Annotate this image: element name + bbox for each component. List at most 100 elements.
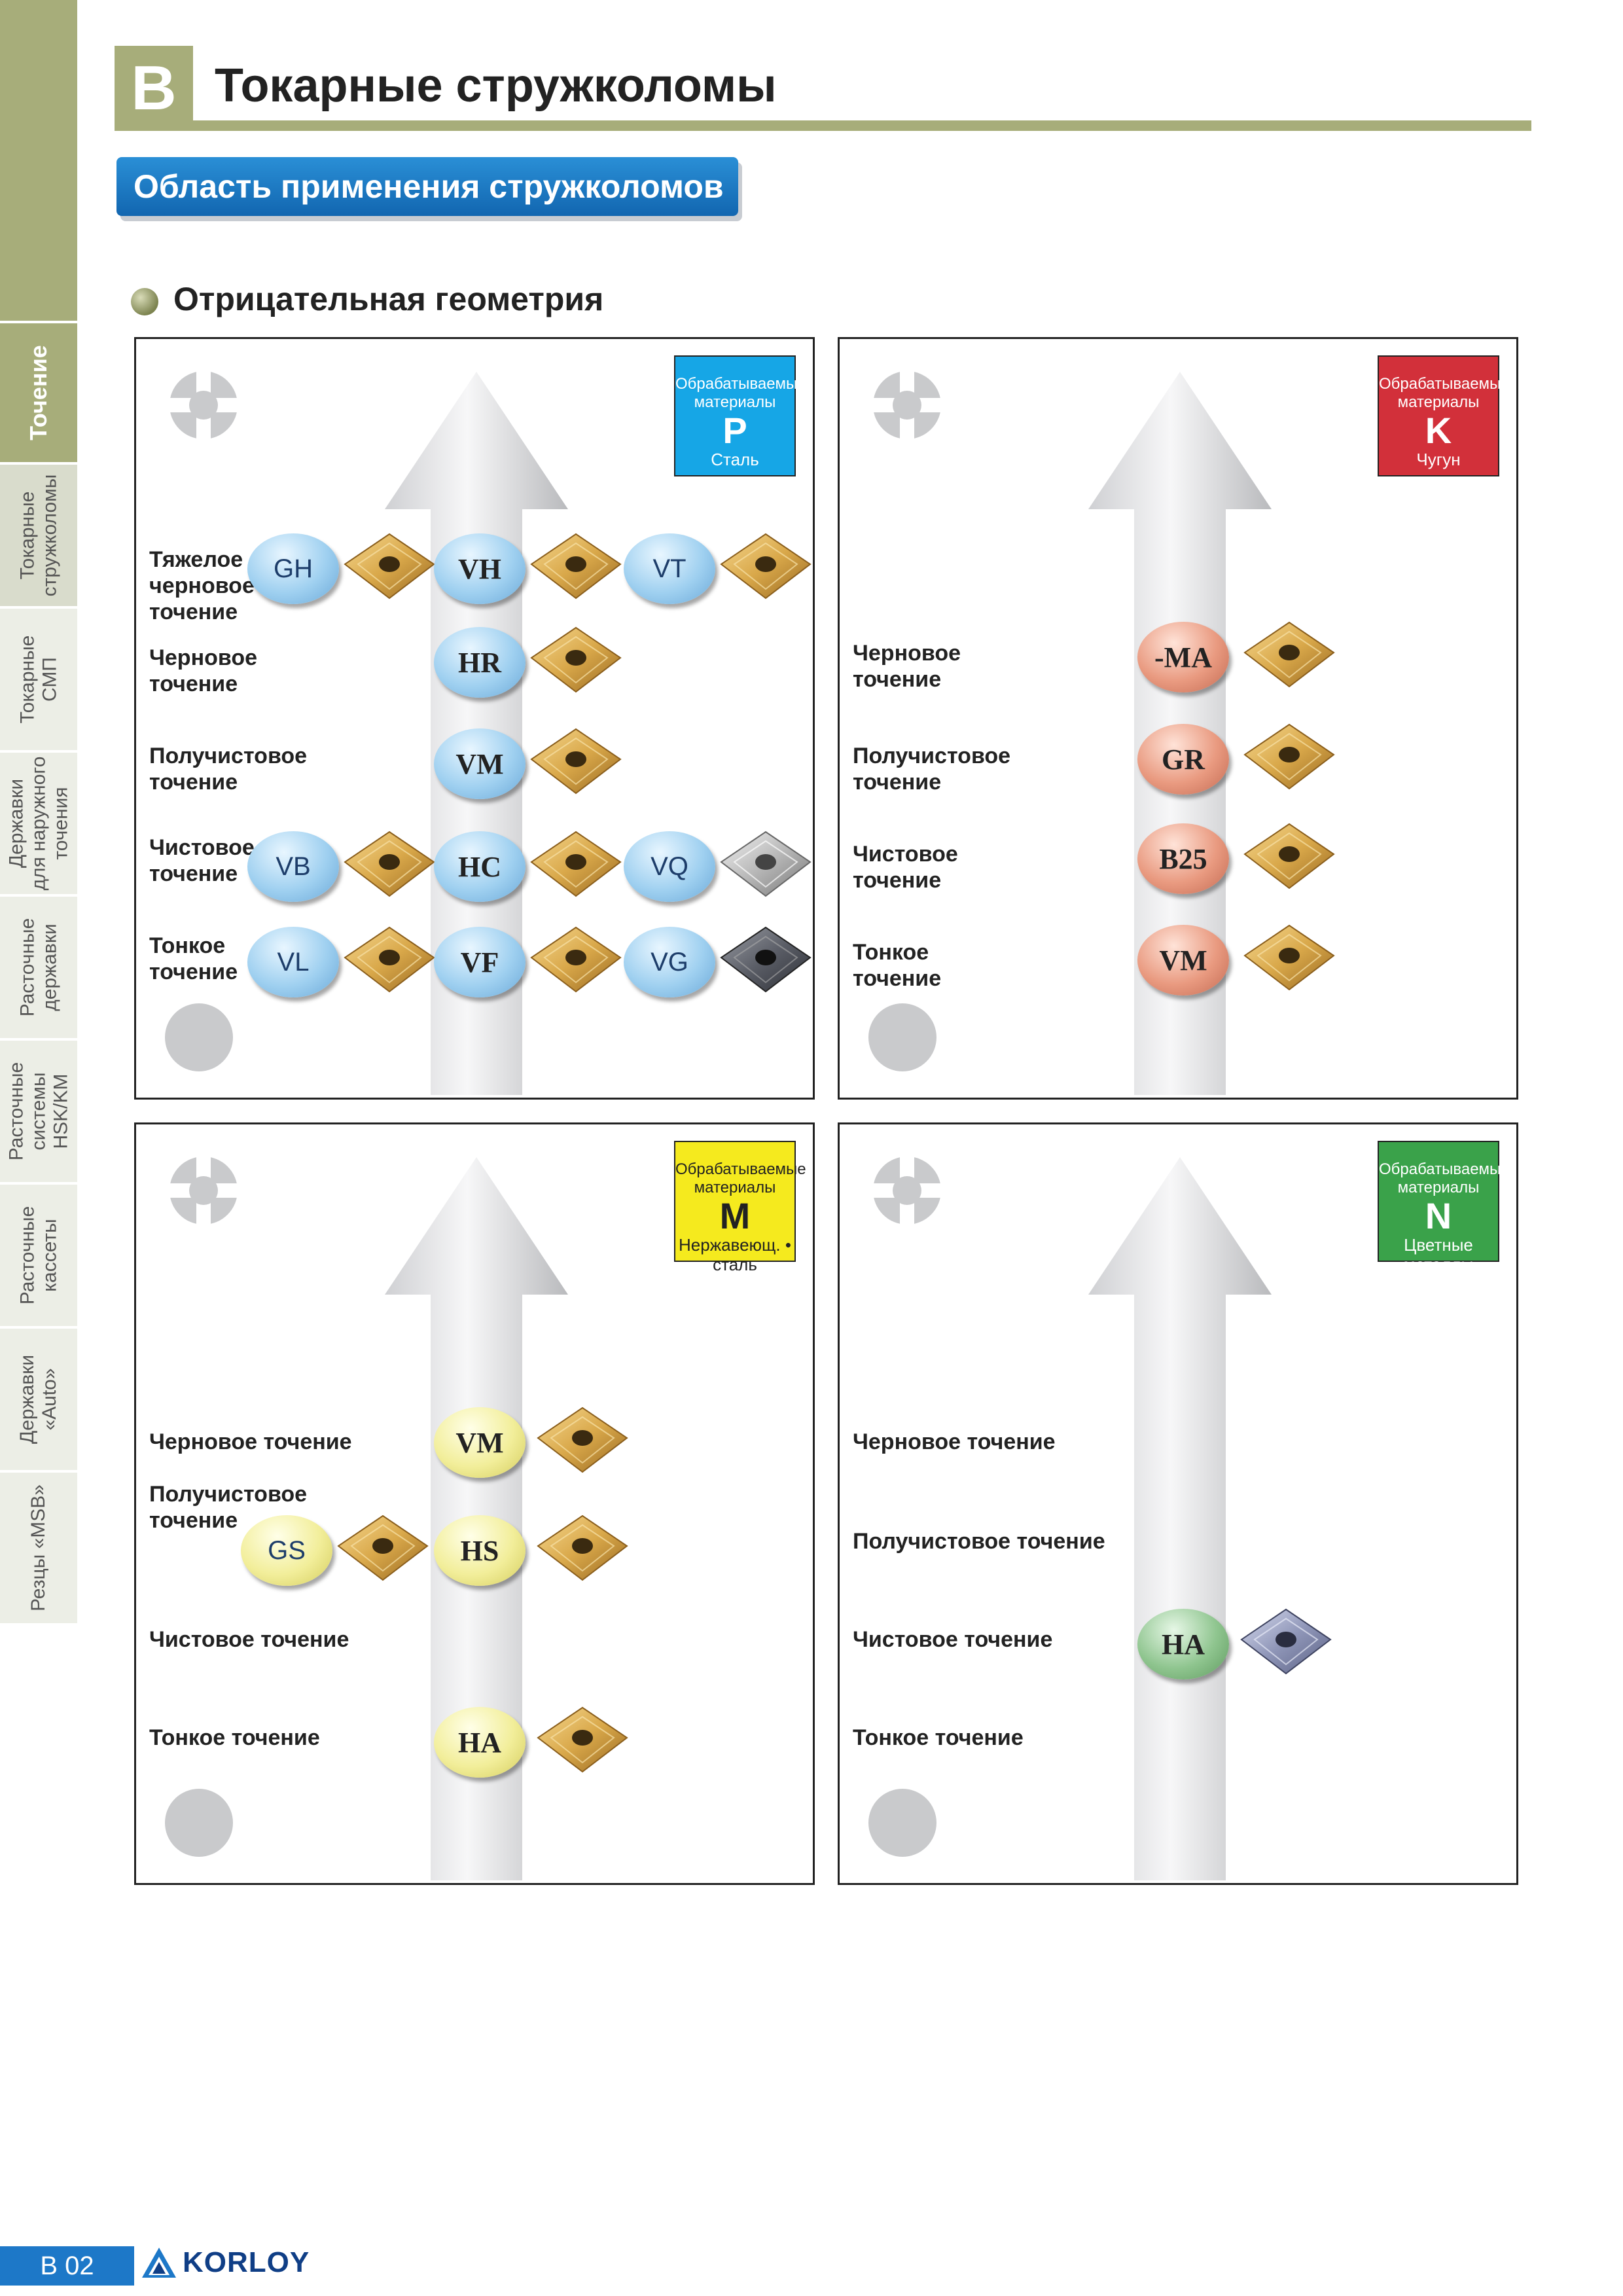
page-number: B 02: [0, 2246, 134, 2286]
operation-semi-finishing: Получистовое точение: [149, 744, 308, 795]
operation-fine-finishing: Тонкое точение: [853, 940, 942, 991]
section-letter: B: [115, 46, 193, 131]
insert-icon: [537, 1407, 628, 1473]
sidebar-item-boring-bars[interactable]: Расточные державки: [0, 894, 77, 1038]
insert-icon: [344, 831, 435, 897]
operation-finishing: Чистовое точение: [853, 842, 958, 893]
operation-fine-finishing: Тонкое точение: [853, 1725, 1024, 1750]
operation-finishing: Чистовое точение: [149, 835, 255, 886]
insert-icon: [537, 1515, 628, 1581]
material-header: Обрабатываемые материалы: [1379, 1160, 1510, 1196]
operation-roughing: Черновое точение: [149, 1429, 352, 1454]
sidebar-item-turning[interactable]: Точение: [0, 321, 77, 462]
chipbreaker-badge-vg[interactable]: VG: [624, 927, 715, 997]
crosshair-icon: [871, 1155, 943, 1227]
insert-icon: [531, 728, 621, 794]
sidebar-item-auto-holders[interactable]: Державки «Auto»: [0, 1326, 77, 1470]
material-box-p: Обрабатываемые материалы P Сталь: [674, 355, 806, 476]
chipbreaker-badge-vt[interactable]: VT: [624, 533, 715, 604]
insert-icon: [531, 831, 621, 897]
chipbreaker-badge-gh[interactable]: GH: [247, 533, 339, 604]
operation-fine-finishing: Тонкое точение: [149, 933, 238, 984]
chipbreaker-badge-hr[interactable]: HR: [434, 627, 526, 698]
chipbreaker-badge-vl[interactable]: VL: [247, 927, 339, 997]
insert-icon: [1244, 724, 1334, 789]
chipbreaker-badge-gr[interactable]: GR: [1137, 724, 1229, 795]
material-code: N: [1425, 1195, 1452, 1236]
sidebar-item-boring-cartridges[interactable]: Расточные кассеты: [0, 1182, 77, 1326]
material-box-k: Обрабатываемые материалы K Чугун: [1378, 355, 1510, 476]
material-header: Обрабатываемые материалы: [675, 375, 806, 411]
material-name: Чугун: [1416, 450, 1461, 469]
insert-icon: [721, 831, 811, 897]
insert-icon: [344, 927, 435, 992]
chipbreaker-badge-hc[interactable]: HC: [434, 831, 526, 902]
insert-icon: [721, 533, 811, 599]
sidebar-item-external-holders[interactable]: Державки для наружного точения: [0, 750, 77, 894]
insert-icon: [1244, 622, 1334, 687]
subtitle-text: Область применения стружколомов: [134, 168, 724, 205]
section-bullet-icon: [131, 288, 158, 315]
subtitle-banner: Область применения стружколомов: [116, 157, 738, 216]
operation-semi-finishing: Получистовое точение: [853, 744, 1011, 795]
chipbreaker-badge-b25[interactable]: B25: [1137, 823, 1229, 894]
section-heading: Отрицательная геометрия: [173, 281, 604, 317]
material-code: K: [1425, 410, 1452, 451]
crosshair-icon: [168, 369, 240, 441]
insert-icon: [1244, 823, 1334, 889]
ghost-circle: [868, 1789, 936, 1857]
operation-heavy-roughing: Тяжелое черновое точение: [149, 547, 255, 624]
chipbreaker-badge-vm[interactable]: VM: [434, 1407, 526, 1478]
insert-icon: [531, 533, 621, 599]
insert-icon: [531, 627, 621, 692]
crosshair-icon: [871, 369, 943, 441]
korloy-logo-icon: [142, 2248, 176, 2278]
chipbreaker-badge-vh[interactable]: VH: [434, 533, 526, 604]
operation-fine-finishing: Тонкое точение: [149, 1725, 320, 1750]
chipbreaker-badge-vm[interactable]: VM: [1137, 925, 1229, 996]
chipbreaker-badge-ha[interactable]: HA: [1137, 1609, 1229, 1679]
material-code: M: [719, 1195, 751, 1236]
insert-icon: [338, 1515, 428, 1581]
chipbreaker-badge-vq[interactable]: VQ: [624, 831, 715, 902]
material-name: сталь: [713, 1255, 757, 1274]
panel-m-stainless: Обрабатываемые материалы M Нержавеющ. • …: [134, 1122, 815, 1885]
insert-icon: [537, 1707, 628, 1772]
chipbreaker-badge-ma[interactable]: -MA: [1137, 622, 1229, 692]
panel-p-steel: Обрабатываемые материалы P Сталь Тяжелое…: [134, 337, 815, 1100]
panel-k-cast-iron: Обрабатываемые материалы K Чугун Черново…: [838, 337, 1518, 1100]
insert-icon: [721, 927, 811, 992]
panel-n-nonferrous: Обрабатываемые материалы N Цветные метал…: [838, 1122, 1518, 1885]
operation-finishing: Чистовое точение: [853, 1627, 1053, 1652]
operation-semi-finishing: Получистовое точение: [853, 1529, 1105, 1554]
material-name: Нержавеющ. •: [679, 1235, 791, 1255]
sidebar-item-inserts[interactable]: Токарные СМП: [0, 606, 77, 750]
sidebar-item-boring-systems[interactable]: Расточные системы HSK/KM: [0, 1038, 77, 1182]
operation-semi-finishing: Получистовое точение: [149, 1482, 308, 1533]
crosshair-icon: [168, 1155, 240, 1227]
material-name: Сталь: [711, 450, 759, 469]
insert-icon: [1241, 1609, 1331, 1674]
chipbreaker-badge-vm[interactable]: VM: [434, 728, 526, 799]
sidebar-item-chipbreakers[interactable]: Токарные стружколомы: [0, 462, 77, 606]
operation-finishing: Чистовое точение: [149, 1627, 349, 1652]
material-box-n: Обрабатываемые материалы N Цветные метал…: [1378, 1141, 1510, 1274]
chipbreaker-badge-hs[interactable]: HS: [434, 1515, 526, 1586]
ghost-circle: [165, 1003, 233, 1071]
chipbreaker-badge-vb[interactable]: VB: [247, 831, 339, 902]
sidebar-nav: Точение Токарные стружколомы Токарные СМ…: [0, 0, 77, 1623]
brand-logo: KORLOY: [141, 2246, 310, 2279]
insert-icon: [344, 533, 435, 599]
chipbreaker-badge-ha[interactable]: HA: [434, 1707, 526, 1778]
material-code: P: [722, 410, 747, 451]
material-header: Обрабатываемые материалы: [1379, 375, 1510, 411]
sidebar-item-msb-tools[interactable]: Резцы «MSB»: [0, 1470, 77, 1623]
chipbreaker-badge-gs[interactable]: GS: [241, 1515, 332, 1586]
page-title: Токарные стружколомы: [215, 60, 777, 112]
material-name: Цветные металлы: [1403, 1235, 1474, 1274]
ghost-circle: [165, 1789, 233, 1857]
insert-icon: [1244, 925, 1334, 990]
insert-icon: [531, 927, 621, 992]
operation-roughing: Черновое точение: [149, 645, 258, 696]
chipbreaker-badge-vf[interactable]: VF: [434, 927, 526, 997]
